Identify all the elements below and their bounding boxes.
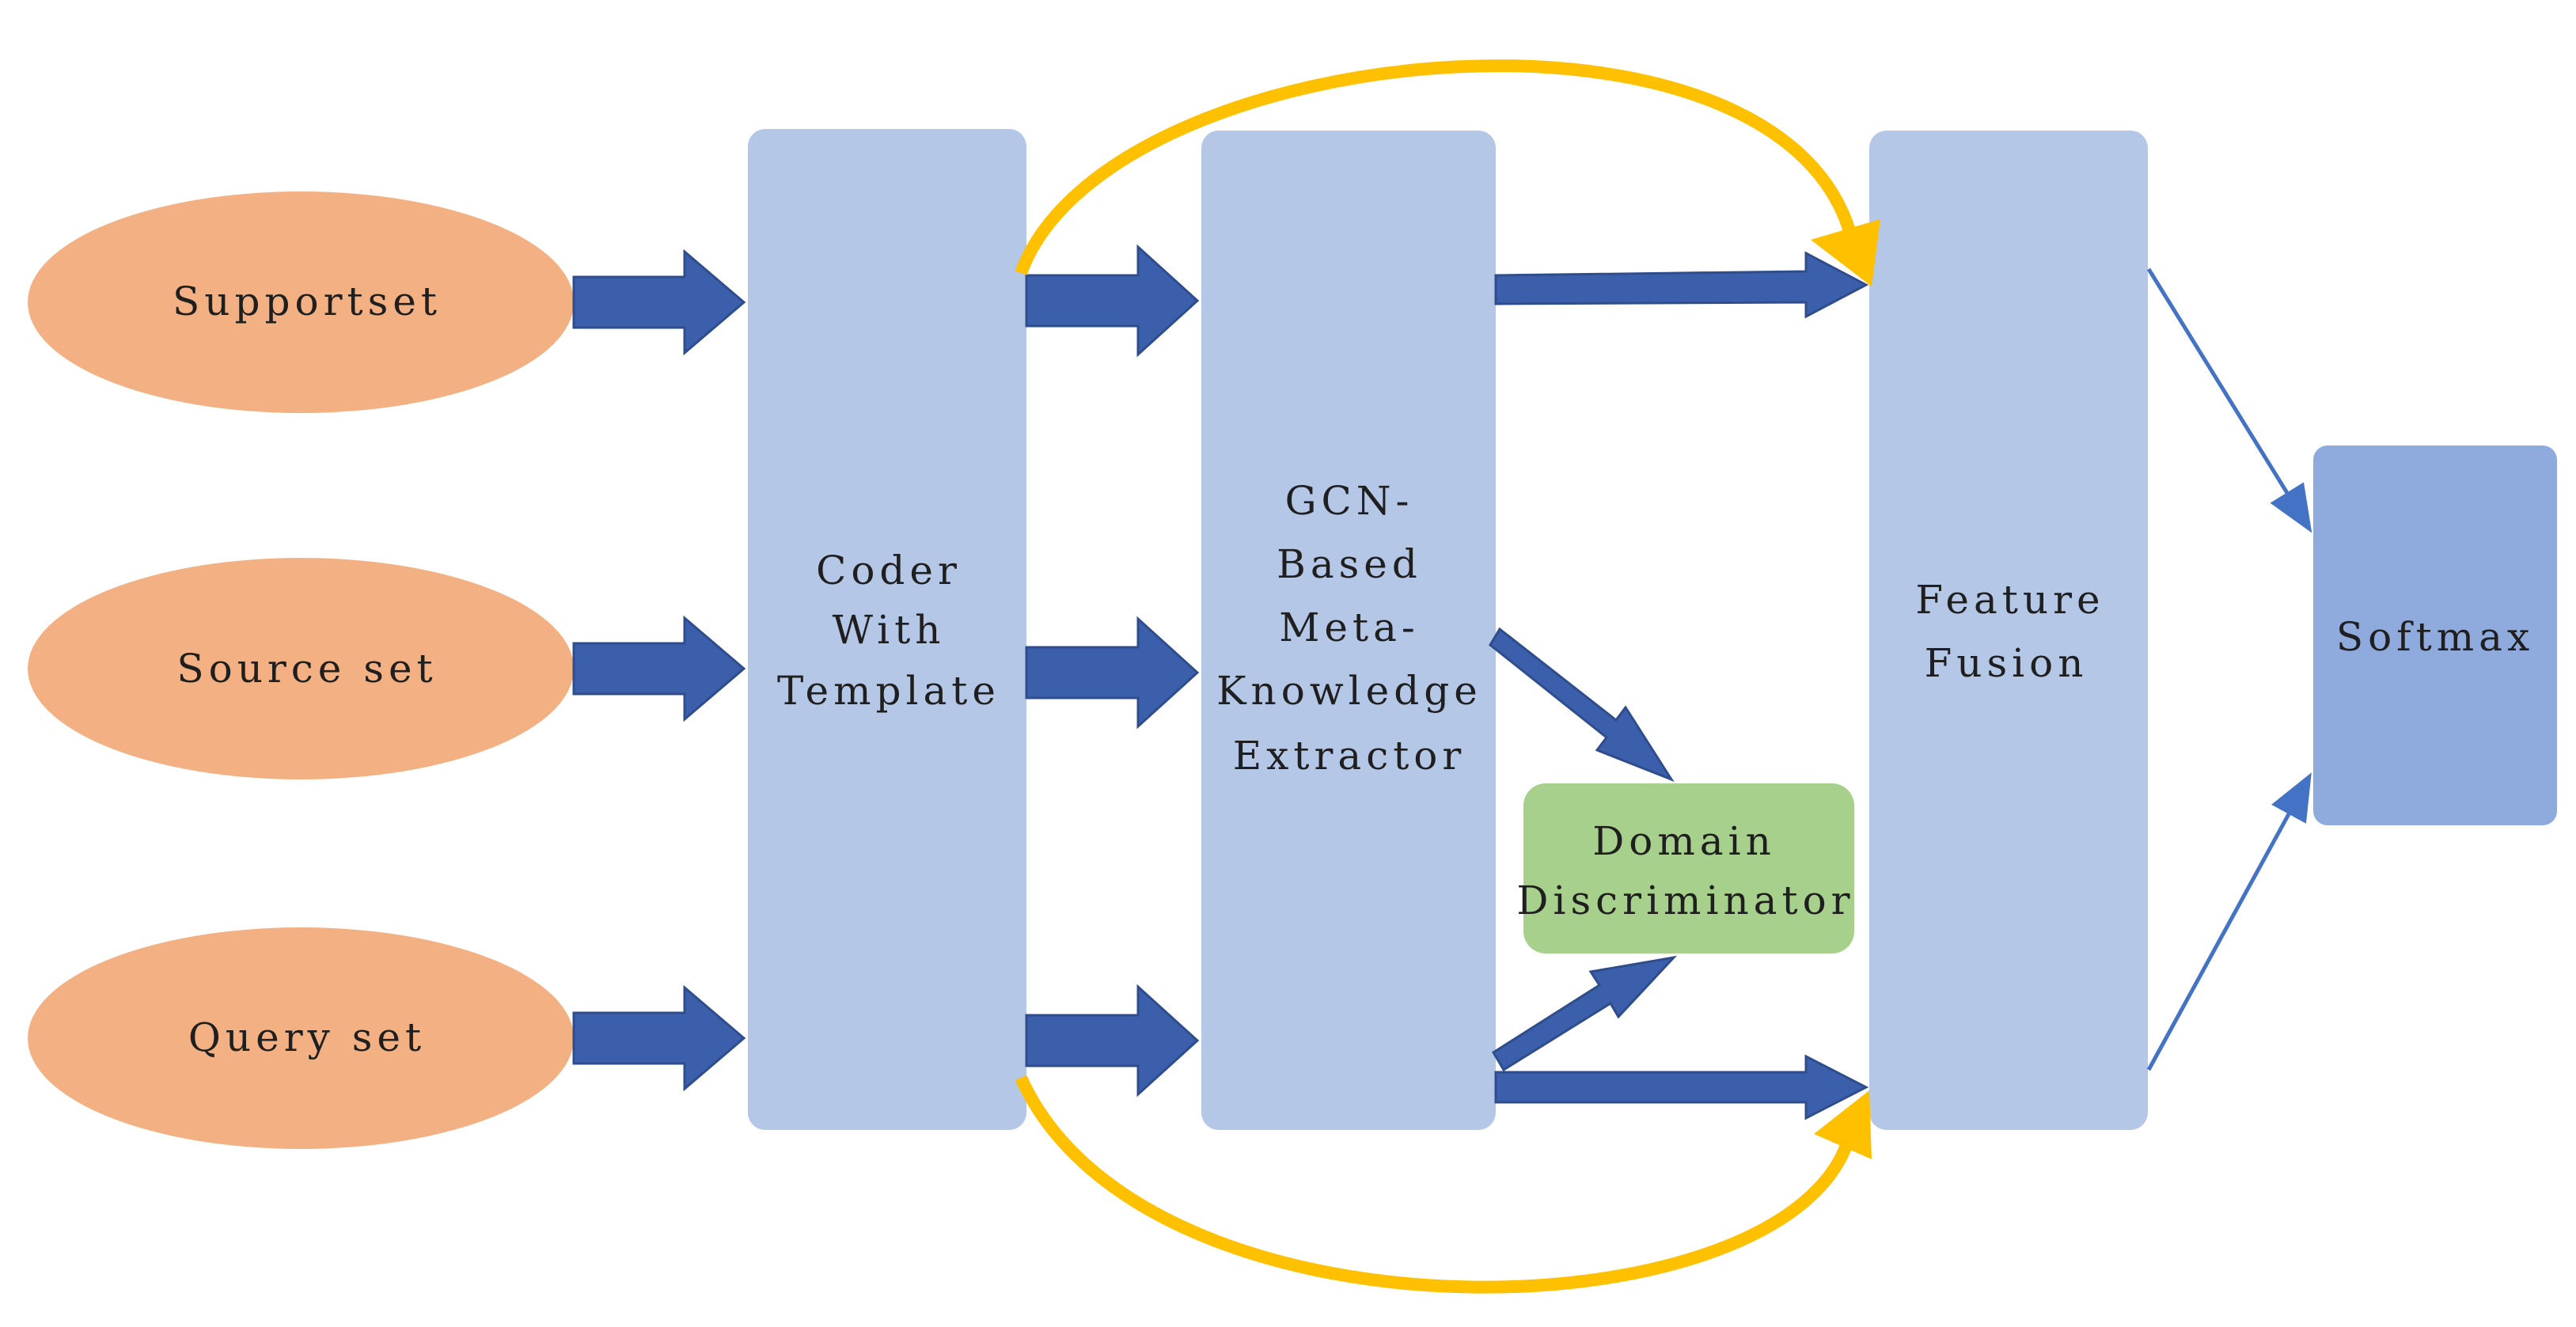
coder-label-2: With bbox=[833, 607, 946, 653]
arrow-gcn-to-fusion-top bbox=[1494, 251, 1869, 319]
arrow-source-to-coder bbox=[572, 615, 746, 722]
coder-label-1: Coder bbox=[816, 548, 962, 593]
gcn-label-3: Meta- bbox=[1279, 605, 1420, 650]
query-set-label: Query set bbox=[188, 1014, 426, 1060]
query-set-node bbox=[28, 927, 574, 1149]
source-set-label: Source set bbox=[176, 646, 437, 692]
coder-label-3: Template bbox=[777, 668, 1000, 714]
softmax-label: Softmax bbox=[2336, 614, 2534, 660]
gcn-label-1: GCN- bbox=[1285, 478, 1414, 524]
softmax-block bbox=[2313, 445, 2557, 825]
coder-block bbox=[748, 129, 1026, 1130]
discriminator-label-2: Discriminator bbox=[1516, 878, 1854, 923]
arrow-fusion-to-softmax-bottom bbox=[2146, 772, 2312, 1071]
skip-arc-bottom-head bbox=[1814, 1090, 1872, 1159]
gcn-label-2: Based bbox=[1277, 541, 1422, 587]
arrow-support-to-coder bbox=[572, 248, 746, 356]
arrow-fusion-to-softmax-top bbox=[2146, 267, 2312, 533]
gcn-extractor-block bbox=[1201, 131, 1496, 1130]
arrow-coder-to-gcn-middle bbox=[1025, 616, 1200, 730]
skip-arc-bottom bbox=[1015, 1075, 1858, 1294]
feature-fusion-block bbox=[1869, 131, 2148, 1130]
skip-arc-top-head bbox=[1811, 219, 1880, 286]
arrow-gcn-to-discriminator-lower bbox=[1491, 955, 1678, 1072]
gcn-label-5: Extractor bbox=[1233, 733, 1466, 779]
fusion-label-2: Fusion bbox=[1925, 640, 2088, 686]
support-set-node bbox=[28, 191, 574, 413]
gcn-label-4: Knowledge bbox=[1216, 668, 1482, 714]
arrow-gcn-to-discriminator-upper bbox=[1489, 627, 1675, 783]
arrow-coder-to-gcn-top bbox=[1025, 244, 1200, 358]
arrow-gcn-to-fusion-bottom bbox=[1494, 1054, 1869, 1120]
support-set-label: Supportset bbox=[173, 279, 442, 324]
discriminator-label-1: Domain bbox=[1592, 818, 1776, 864]
arrow-query-to-coder bbox=[572, 984, 746, 1092]
domain-discriminator-block bbox=[1523, 783, 1854, 954]
source-set-node bbox=[28, 558, 574, 779]
fusion-label-1: Feature bbox=[1915, 577, 2104, 623]
arrow-coder-to-gcn-bottom bbox=[1025, 984, 1200, 1098]
skip-arc-top bbox=[1015, 59, 1862, 275]
